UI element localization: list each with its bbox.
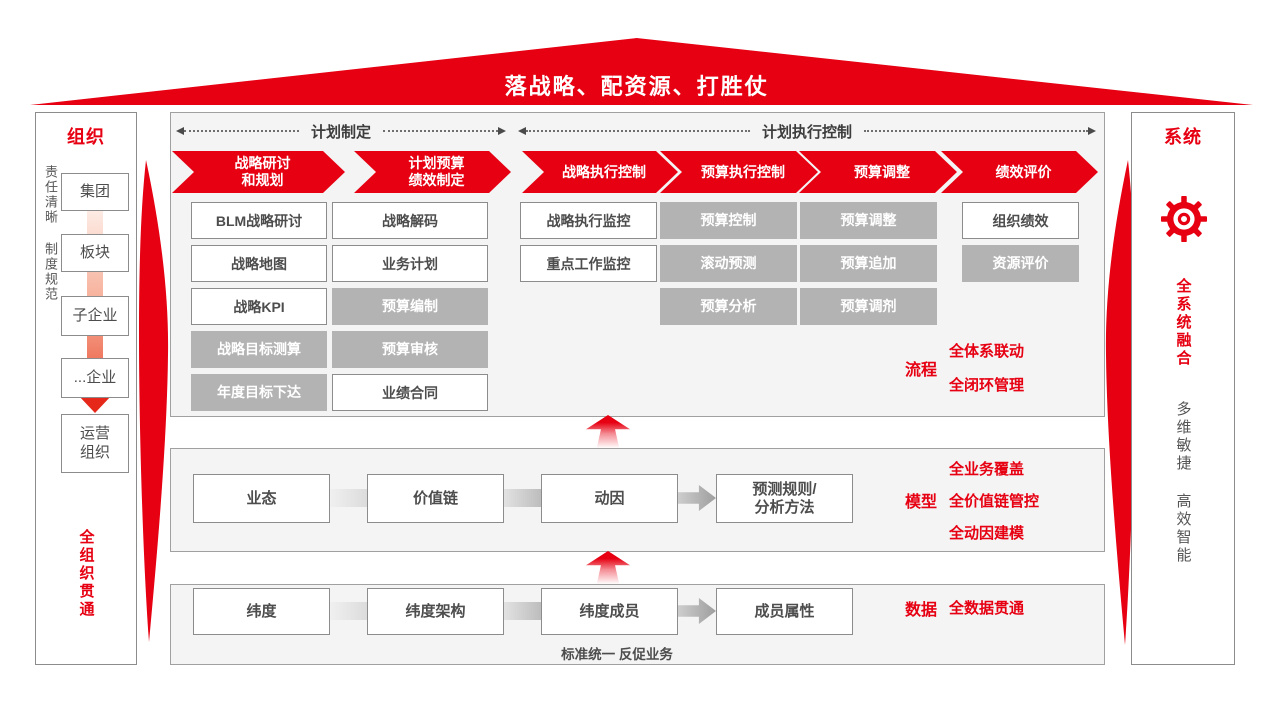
flow-connector-icon (330, 602, 367, 620)
step-box: 预算编制 (332, 288, 488, 325)
step-box: 战略解码 (332, 202, 488, 239)
data-footer-note: 标准统一 反促业务 (561, 647, 673, 662)
model-tag-note: 全动因建模 (949, 524, 1025, 542)
step-box: 预算审核 (332, 331, 488, 368)
roof-banner-title: 落战略、配资源、打胜仗 (504, 74, 769, 99)
data-tag-note: 全数据贯通 (949, 600, 1025, 617)
step-box: BLM战略研讨 (191, 202, 327, 239)
step-box: 战略KPI (191, 288, 327, 325)
phase-chevron-perf-eval: 绩效评价 (941, 151, 1098, 193)
phase-chevron-budget-setting: 计划预算 绩效制定 (354, 151, 511, 193)
step-box: 预算调剂 (800, 288, 937, 325)
org-node-other: ...企业 (61, 358, 129, 398)
phase-chevron-strategy-planning: 战略研讨 和规划 (172, 151, 345, 193)
step-box: 滚动预测 (660, 245, 797, 282)
step-box: 预算追加 (800, 245, 937, 282)
org-node-subsidiary: 子企业 (61, 296, 129, 336)
data-box: 成员属性 (716, 588, 853, 635)
org-duty-note: 责任清晰 制度规范 (43, 165, 58, 302)
model-box: 预测规则/ 分析方法 (716, 474, 853, 523)
step-box: 战略目标测算 (191, 331, 327, 368)
data-tag: 数据 全数据贯通 (905, 584, 1024, 631)
step-box: 年度目标下达 (191, 374, 327, 411)
arrow-left-icon (518, 127, 526, 135)
sys-agile-note: 多维敏捷 高效智能 (1174, 401, 1192, 565)
model-tag-label: 模型 (905, 494, 938, 511)
step-box: 组织绩效 (962, 202, 1079, 239)
data-tag-label: 数据 (905, 601, 938, 619)
org-node-operations: 运营 组织 (61, 414, 129, 473)
plan-make-label: 计划制定 (311, 123, 372, 141)
phase-chevron-strategy-control: 战略执行控制 (522, 151, 678, 193)
flow-connector-icon (504, 602, 541, 620)
step-box: 战略执行监控 (520, 202, 657, 239)
arrow-right-icon (498, 127, 507, 135)
process-tag-note: 全闭环管理 (949, 377, 1025, 394)
dotted-line (526, 130, 750, 132)
step-box: 业绩合同 (332, 374, 488, 411)
up-arrow-icon (586, 551, 630, 585)
plan-make-group-arrow: 计划制定 (176, 121, 507, 141)
sys-title: 系统 (1164, 127, 1202, 147)
arrow-right-icon (1088, 127, 1097, 135)
model-box: 动因 (541, 474, 678, 523)
step-box: 预算调整 (800, 202, 937, 239)
process-tag-note: 全体系联动 (949, 343, 1025, 360)
dotted-line (383, 130, 499, 132)
org-title: 组织 (67, 127, 105, 147)
data-box: 纬度架构 (367, 588, 504, 635)
step-box: 战略地图 (191, 245, 327, 282)
org-node-group: 集团 (61, 173, 129, 211)
model-tag-note: 全价值链管控 (949, 492, 1040, 510)
phase-chevron-budget-adjust: 预算调整 (799, 151, 957, 193)
dotted-line (184, 130, 299, 132)
step-box: 预算分析 (660, 288, 797, 325)
org-bottom-note: 全组织贯通 (77, 529, 95, 619)
model-box: 业态 (193, 474, 330, 523)
up-arrow-icon (586, 415, 630, 449)
model-box: 价值链 (367, 474, 504, 523)
org-sidebar: 组织 责任清晰 制度规范 集团 板块 子企业 ...企业 运营 组织 全组织贯通 (35, 112, 137, 665)
arrow-left-icon (176, 127, 184, 135)
left-crescent-decor (139, 160, 169, 642)
sys-fusion-note: 全系统融合 (1174, 278, 1192, 368)
gear-icon (1161, 196, 1207, 242)
data-box: 纬度成员 (541, 588, 678, 635)
step-box: 资源评价 (962, 245, 1079, 282)
dotted-line (864, 130, 1089, 132)
data-box: 纬度 (193, 588, 330, 635)
sys-sidebar: 系统 全系统融合 多维敏捷 高效智能 (1131, 112, 1235, 665)
step-box: 业务计划 (332, 245, 488, 282)
flow-connector-icon (504, 489, 541, 507)
phase-chevron-budget-control: 预算执行控制 (660, 151, 818, 193)
org-node-segment: 板块 (61, 234, 129, 272)
plan-exec-label: 计划执行控制 (762, 123, 853, 141)
model-tag-note: 全业务覆盖 (949, 460, 1025, 478)
step-box: 重点工作监控 (520, 245, 657, 282)
model-tag: 模型 全业务覆盖 全价值链管控 全动因建模 (905, 448, 1039, 552)
plan-exec-group-arrow: 计划执行控制 (518, 121, 1097, 141)
process-tag-label: 流程 (905, 361, 938, 379)
step-box: 预算控制 (660, 202, 797, 239)
roof-banner: 落战略、配资源、打胜仗 (30, 38, 1253, 105)
process-tag: 流程 全体系联动 全闭环管理 (905, 340, 1024, 395)
flow-connector-icon (330, 489, 367, 507)
